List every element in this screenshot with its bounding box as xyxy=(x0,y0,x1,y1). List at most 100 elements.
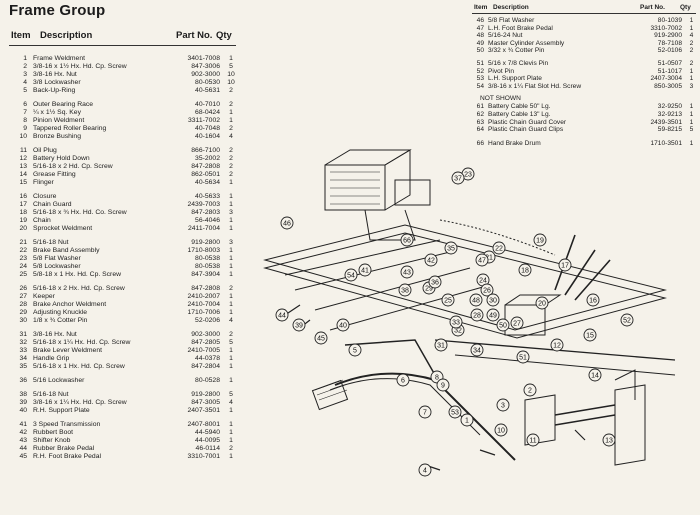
quantity: 1 xyxy=(689,103,694,111)
item-description: 5/16-18 x 1 Hx. Hd. Cp. Screw xyxy=(33,363,125,370)
callout-number: 41 xyxy=(361,267,369,274)
item-description: Sprocket Weldment xyxy=(33,225,93,232)
quantity: 1 xyxy=(229,453,233,460)
quantity: 2 xyxy=(229,171,233,178)
part-number: 68-0424 xyxy=(195,109,220,116)
callout-number: 12 xyxy=(553,342,561,349)
part-number: 2439-3501 xyxy=(650,118,682,126)
part-number: 40-5633 xyxy=(195,193,220,200)
quantity: 1 xyxy=(229,179,233,186)
callout-50: 50 xyxy=(496,318,510,332)
callout-circle xyxy=(533,233,547,247)
item-number: 15 xyxy=(19,179,27,186)
callout-number: 13 xyxy=(605,437,613,444)
item-number: 7 xyxy=(23,109,27,116)
callout-35: 35 xyxy=(444,241,458,255)
callout-number: 25 xyxy=(444,297,452,304)
part-number: 2439-7003 xyxy=(187,201,220,208)
item-number: 26 xyxy=(19,285,27,292)
callout-circle xyxy=(314,331,328,345)
part-number: 52-0106 xyxy=(657,47,682,55)
callout-circle xyxy=(424,253,438,267)
quantity: 4 xyxy=(689,32,694,40)
engine-block xyxy=(324,164,386,211)
item-number: 6 xyxy=(23,101,27,108)
part-number: 80-0530 xyxy=(195,79,220,86)
item-number: 45 xyxy=(19,453,27,460)
item-description: Pivot Pin xyxy=(488,67,515,75)
header-description-right: Description xyxy=(493,4,529,11)
part-number: 56-4046 xyxy=(195,217,220,224)
quantity: 1 xyxy=(229,201,233,208)
callout-47: 47 xyxy=(475,253,489,267)
part-number: 40-1604 xyxy=(195,133,220,140)
callout-number: 24 xyxy=(479,277,487,284)
item-description: 5/16-18 x 1¼ Hx. Hd. Cp. Screw xyxy=(33,339,131,346)
callout-number: 22 xyxy=(495,245,503,252)
item-description: Chain xyxy=(33,217,51,224)
part-number: 1710-3501 xyxy=(650,139,682,147)
callout-number: 29 xyxy=(425,285,433,292)
item-number: 36 xyxy=(19,377,27,384)
item-description: 3/8-16 x 1¼ Flat Slot Hd. Screw xyxy=(488,82,582,90)
callout-circle xyxy=(448,405,462,419)
callout-18: 18 xyxy=(518,263,532,277)
quantity: 5 xyxy=(229,339,233,346)
item-number: 11 xyxy=(19,147,27,154)
callout-number: 53 xyxy=(451,409,459,416)
callout-28: 28 xyxy=(470,308,484,322)
item-number: 21 xyxy=(19,239,27,246)
quantity: 1 xyxy=(229,109,233,116)
quantity: 2 xyxy=(229,285,233,292)
part-number: 44-0095 xyxy=(195,437,220,444)
callout-number: 28 xyxy=(473,312,481,319)
callout-20: 20 xyxy=(535,296,549,310)
item-number: 10 xyxy=(19,133,27,140)
quantity: 3 xyxy=(689,82,694,90)
callout-number: 50 xyxy=(499,322,507,329)
item-description: Master Cylinder Assembly xyxy=(488,39,565,47)
item-number: 52 xyxy=(476,67,484,75)
page-title: Frame Group xyxy=(9,2,106,19)
quantity: 1 xyxy=(229,55,233,62)
part-number: 847-3904 xyxy=(191,271,220,278)
quantity: 1 xyxy=(229,363,233,370)
item-description: 3/8-16 x 1¼ Hx. Hd. Cp. Screw xyxy=(33,399,127,406)
quantity: 1 xyxy=(689,67,694,75)
callout-circle xyxy=(470,343,484,357)
callout-3: 3 xyxy=(496,398,510,412)
callout-circle xyxy=(602,433,616,447)
item-description: Brake Anchor Weldment xyxy=(33,301,107,308)
callout-1: 1 xyxy=(460,413,474,427)
item-description: L.H. Foot Brake Pedal xyxy=(488,24,553,32)
callout-40: 40 xyxy=(336,318,350,332)
item-description: 5/16 Lockwasher xyxy=(33,377,85,384)
callout-circle xyxy=(550,338,564,352)
callout-37: 37 xyxy=(451,171,465,185)
item-number: 38 xyxy=(19,391,27,398)
item-number: 42 xyxy=(19,429,27,436)
callout-51: 51 xyxy=(516,350,530,364)
part-number: 847-3005 xyxy=(191,399,220,406)
callout-45: 45 xyxy=(314,331,328,345)
item-description: Chain Guard xyxy=(33,201,72,208)
callout-number: 49 xyxy=(489,312,497,319)
callout-number: 42 xyxy=(427,257,435,264)
